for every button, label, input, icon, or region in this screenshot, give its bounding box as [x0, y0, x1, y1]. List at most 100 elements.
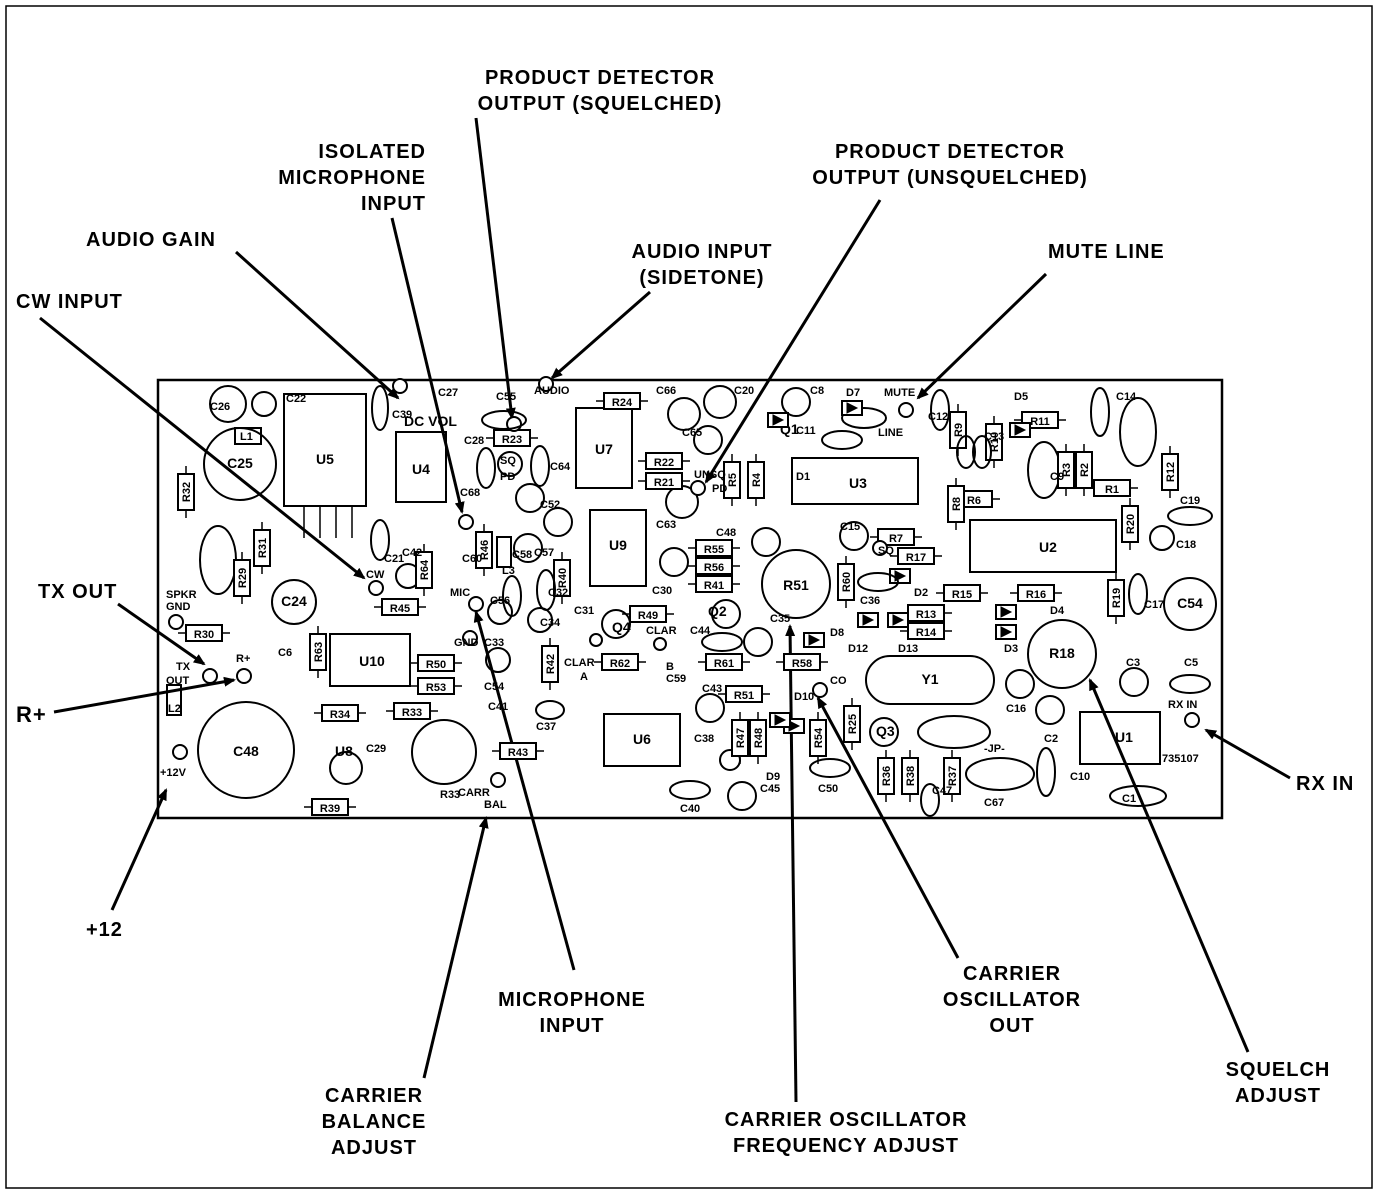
component-label: D2 [914, 587, 928, 599]
resistor-label: R43 [508, 747, 528, 759]
small-capacitor [821, 430, 863, 450]
label-line: INPUT [361, 193, 426, 215]
svg-text:UNSQ: UNSQ [694, 469, 726, 481]
svg-text:RX IN: RX IN [1168, 699, 1197, 711]
ic-label: U4 [412, 461, 430, 477]
svg-text:C48: C48 [233, 743, 259, 759]
capacitor-label: C31 [574, 605, 594, 617]
resistor-r12: R12 [1161, 446, 1179, 498]
capacitor-label: C14 [1116, 391, 1137, 403]
svg-text:CLAR: CLAR [646, 625, 677, 637]
resistor-label: R6 [967, 495, 981, 507]
label-line: OUTPUT (SQUELCHED) [478, 93, 723, 115]
small-capacitor [1036, 747, 1056, 797]
resistor-r39: R39 [304, 798, 356, 816]
arrow-mute-line [916, 272, 1048, 400]
resistor-r31: R31 [253, 522, 271, 574]
callout-microphone-input: MICROPHONE INPUT [498, 989, 645, 1037]
resistor-label: R31 [257, 538, 269, 558]
svg-text:A: A [580, 671, 588, 683]
leader-arrows [39, 117, 1291, 1103]
svg-text:AUDIO: AUDIO [534, 385, 570, 397]
resistor-label: R20 [1125, 514, 1137, 534]
resistor-r64: R64 [415, 544, 433, 596]
label-line: FREQUENCY ADJUST [733, 1135, 959, 1157]
component-label: D9 [766, 771, 780, 783]
svg-text:MIC: MIC [450, 587, 470, 599]
resistor-r37: R37 [943, 750, 961, 802]
label-line: (SIDETONE) [639, 267, 764, 289]
small-capacitor [920, 783, 940, 817]
label-line: SQUELCH [1226, 1059, 1331, 1081]
small-capacitor [1090, 387, 1110, 437]
resistor-r48: R48 [749, 712, 767, 764]
arrow-tx-out [117, 602, 206, 666]
resistor-label: R61 [714, 658, 734, 670]
svg-text:-JP-: -JP- [984, 743, 1005, 755]
resistor-label: R16 [1026, 589, 1046, 601]
tp-sq2 [872, 540, 888, 556]
small-capacitor [530, 445, 550, 487]
arrow-audio-input [550, 290, 651, 380]
pcb-board [156, 378, 1224, 820]
callout-mute-line: MUTE LINE [1048, 241, 1165, 263]
resistor-label: R60 [841, 572, 853, 592]
resistor-r49: R49 [622, 605, 674, 623]
tp-audio [538, 376, 554, 392]
diode-symbol [1009, 422, 1031, 438]
label-line: ADJUST [331, 1137, 417, 1159]
svg-text:SQ: SQ [500, 455, 516, 467]
label-line: INPUT [540, 1015, 605, 1037]
capacitor-label: C22 [286, 393, 306, 405]
resistor-label: R45 [390, 603, 410, 615]
capacitor-label: C11 [796, 425, 816, 437]
ic-u4 [395, 431, 447, 503]
small-capacitor [972, 435, 992, 469]
svg-text:DC VOL: DC VOL [404, 413, 457, 429]
label-line: MICROPHONE [278, 167, 426, 189]
resistor-label: R55 [704, 544, 724, 556]
capacitor-label: C2 [1044, 733, 1058, 745]
svg-text:C54: C54 [1177, 595, 1203, 611]
component-label: D1 [796, 471, 810, 483]
ic-u5 [283, 393, 367, 507]
capacitor-label: C42 [402, 547, 422, 559]
capacitor-label: C32 [548, 587, 568, 599]
resistor-label: R23 [502, 434, 522, 446]
resistor-r17: R17 [890, 547, 942, 565]
tp-unsq [690, 480, 706, 496]
label-line: PRODUCT DETECTOR [835, 141, 1065, 163]
svg-text:C25: C25 [227, 455, 253, 471]
svg-text:CARR: CARR [458, 787, 490, 799]
resistor-r8: R8 [947, 478, 965, 530]
capacitor-label: C57 [534, 547, 554, 559]
capacitor-label: C29 [366, 743, 386, 755]
pot-r59 [761, 549, 831, 619]
svg-text:BAL: BAL [484, 799, 507, 811]
resistor-label: R47 [735, 728, 747, 748]
capacitor-label: C34 [540, 617, 561, 629]
ic-u6 [603, 713, 681, 767]
large-components: C48 C25 R51 R18 Y1 C54 C24 [197, 385, 1217, 811]
resistor-r36: R36 [877, 750, 895, 802]
resistor-r45: R45 [374, 598, 426, 616]
ic-u9 [589, 509, 647, 587]
svg-text:735107: 735107 [1162, 753, 1199, 765]
arrow-carrier-osc-out [816, 696, 960, 959]
inductor [496, 536, 512, 568]
resistor-r43: R43 [492, 742, 544, 760]
small-capacitor [371, 385, 389, 431]
capacitor-label: C52 [540, 499, 560, 511]
resistor-r53: R53 [410, 677, 462, 695]
capacitor-label: C30 [652, 585, 672, 597]
tp-isolated-mic [458, 514, 474, 530]
resistor-label: R42 [545, 654, 557, 674]
capacitor-label: C36 [860, 595, 880, 607]
small-capacitor [481, 410, 527, 430]
inductor [234, 427, 262, 445]
label-line: OSCILLATOR [943, 989, 1081, 1011]
small-capacitor [1128, 573, 1148, 615]
resistor-r16: R16 [1010, 584, 1062, 602]
cap-c24 [199, 525, 237, 595]
resistor-label: R17 [906, 552, 926, 564]
